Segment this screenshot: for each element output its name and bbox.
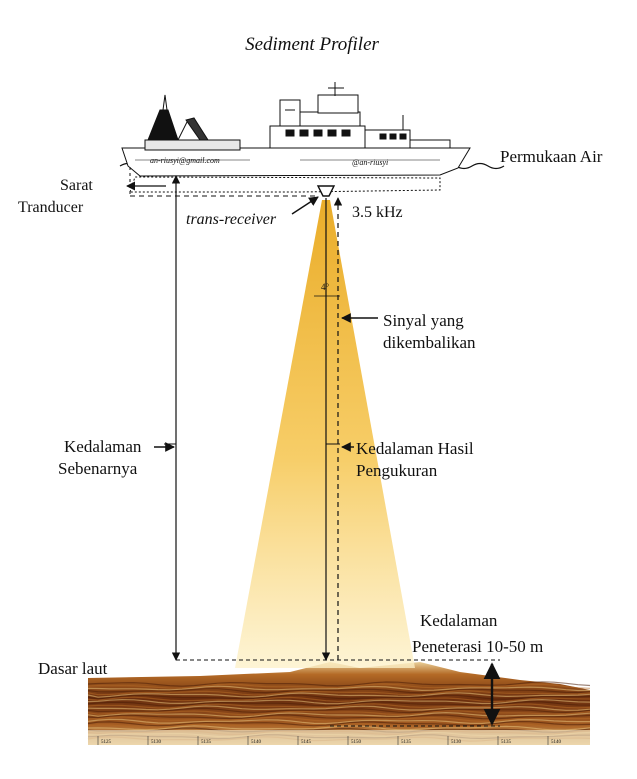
seabed-axis-tick-label: 5140 — [251, 740, 262, 745]
sediment-layer-line — [87, 705, 591, 711]
sediment-layer-line — [87, 696, 591, 703]
measured-depth-label-line1: Kedalaman Hasil — [356, 439, 474, 458]
seabed-label: Dasar laut — [38, 659, 108, 678]
seabed-axis-tick-label: 5140 — [551, 740, 562, 745]
sediment-layer-line — [87, 707, 591, 714]
sediment-layer-line — [87, 685, 591, 692]
seabed-sediment-profile: 5125 5130 5135 5140 5145 5150 5135 5130 5135 5140 — [87, 662, 591, 745]
sediment-layer-line — [87, 727, 591, 733]
sediment-layer-line — [87, 714, 591, 720]
seabed-axis-tick-label: 5135 — [401, 740, 412, 745]
seabed-axis-tick-label: 5130 — [451, 740, 462, 745]
sediment-layer-line — [87, 720, 591, 727]
seabed-axis-tick-label: 5130 — [151, 740, 162, 745]
true-depth-label-line2: Sebenarnya — [58, 459, 138, 478]
seabed-axis-tick-label: 5150 — [351, 740, 362, 745]
sediment-layer-line — [87, 681, 591, 687]
acoustic-beam — [235, 200, 415, 668]
trans-receiver-pointer-arrow — [291, 196, 319, 215]
sediment-layer-line — [87, 688, 591, 694]
sediment-layer-line — [87, 703, 591, 709]
return-signal-label-line2: dikembalikan — [383, 333, 476, 352]
sediment-layer-line — [87, 683, 591, 689]
measured-depth-label-line2: Pengukuran — [356, 461, 438, 480]
ship-watermark-handle: @an-riusyi — [352, 158, 388, 167]
frequency-label: 3.5 kHz — [352, 204, 403, 221]
sediment-layer-line — [87, 690, 591, 696]
sediment-layer-line — [87, 698, 591, 705]
sediment-layer-line — [87, 723, 591, 729]
sediment-layer-line — [87, 718, 590, 725]
penetration-label-line2: Peneterasi 10-50 m — [412, 637, 543, 656]
sediment-layer-line — [87, 711, 591, 718]
transducer-icon — [316, 185, 336, 197]
beam-angle-label: 4° — [321, 282, 330, 292]
seabed-axis-tick-label: 5135 — [501, 740, 512, 745]
ship-watermark-email: an-riusyi@gmail.com — [150, 156, 220, 165]
seabed-axis-tick-label: 5145 — [301, 740, 312, 745]
research-ship-icon — [121, 82, 471, 193]
seabed-axis-tick-label: 5135 — [201, 740, 212, 745]
penetration-label-line1: Kedalaman — [420, 611, 498, 630]
seabed-axis-tick-label: 5125 — [101, 740, 112, 745]
sediment-layer-line — [87, 716, 591, 723]
water-surface-label: Permukaan Air — [500, 147, 603, 166]
sediment-layer-line — [87, 694, 591, 700]
true-depth-label-line1: Kedalaman — [64, 437, 142, 456]
diagram-title: Sediment Profiler — [245, 34, 379, 55]
sediment-layer-line — [87, 700, 591, 707]
draft-label-line1: Sarat — [60, 177, 93, 194]
return-signal-label-line1: Sinyal yang — [383, 311, 464, 330]
sediment-layer-line — [87, 710, 591, 716]
draft-label-line2: Tranducer — [18, 199, 84, 216]
sediment-layer-line — [87, 692, 591, 698]
trans-receiver-label: trans-receiver — [186, 211, 277, 228]
